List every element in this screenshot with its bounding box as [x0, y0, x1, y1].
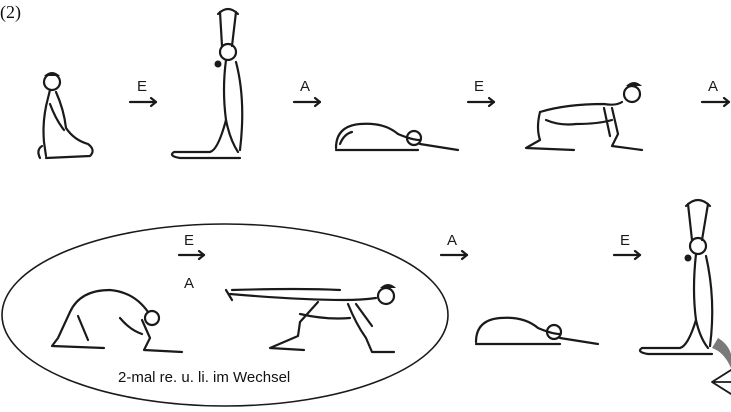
arrow-3: [468, 98, 494, 106]
figure-leg-extension: [226, 284, 396, 352]
arrow-6: [441, 251, 467, 259]
arrow-5: [179, 251, 204, 259]
figure-kneeling-arms-up-2: [640, 200, 712, 354]
arrow-7: [614, 251, 640, 259]
arrow-2: [294, 98, 320, 106]
figure-child-pose-2: [476, 318, 598, 344]
figure-kneeling-arms-up: [172, 9, 242, 158]
figure-kneeling-seated: [38, 72, 92, 158]
figure-cat-pose: [52, 290, 182, 352]
repeat-arrow-icon: [712, 338, 731, 394]
figure-child-pose: [336, 124, 458, 150]
arrow-4: [702, 98, 729, 106]
figure-table-pose: [526, 82, 642, 150]
arrow-1: [130, 98, 156, 106]
